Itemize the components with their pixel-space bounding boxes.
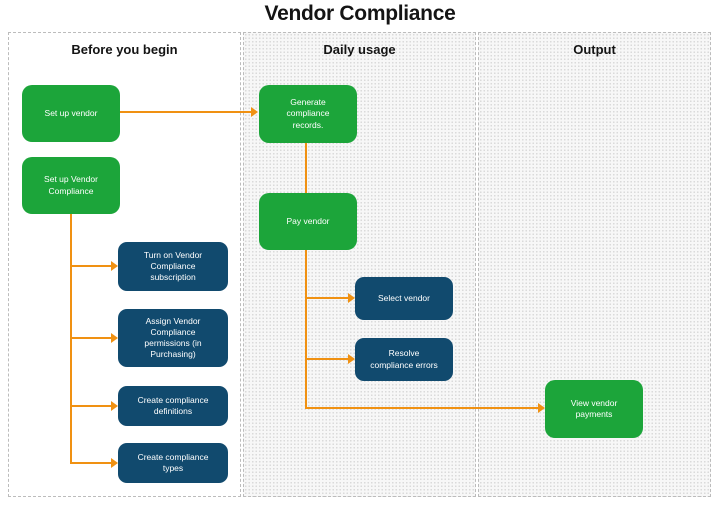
- node-label: Create compliance types: [137, 451, 209, 473]
- node-label: Create compliance definitions: [137, 394, 209, 416]
- page-title: Vendor Compliance: [264, 2, 456, 25]
- node-set-up-vendor-compliance: Set up Vendor Compliance: [22, 157, 120, 214]
- node-resolve-compliance-errors: Resolve compliance errors: [355, 338, 453, 381]
- column-header-before-you-begin: Before you begin: [71, 42, 178, 57]
- node-assign-vendor-compliance-permissions: Assign Vendor Compliance permissions (in…: [118, 309, 228, 367]
- connector-branch-select-vendor: [305, 297, 348, 299]
- node-turn-on-vendor-compliance-subscription: Turn on Vendor Compliance subscription: [118, 242, 228, 291]
- connector-branch-turn-on-subscription: [70, 265, 111, 267]
- arrowhead-icon: [348, 354, 355, 364]
- arrowhead-icon: [538, 403, 545, 413]
- node-label: Set up vendor: [44, 107, 98, 118]
- node-create-compliance-types: Create compliance types: [118, 443, 228, 483]
- node-generate-compliance-records: Generate compliance records.: [259, 85, 357, 143]
- connector-branch-assign-permissions: [70, 337, 111, 339]
- column-header-daily-usage: Daily usage: [323, 42, 396, 57]
- connector-branch-resolve-errors: [305, 358, 348, 360]
- node-label: Resolve compliance errors: [370, 348, 438, 370]
- connector-setup-compliance-trunk: [70, 214, 72, 464]
- connector-branch-create-types: [70, 462, 111, 464]
- connector-pay-vendor-trunk: [305, 250, 307, 409]
- arrowhead-icon: [111, 333, 118, 343]
- node-view-vendor-payments: View vendor payments: [545, 380, 643, 438]
- column-output: Output: [478, 32, 711, 497]
- node-set-up-vendor: Set up vendor: [22, 85, 120, 142]
- node-pay-vendor: Pay vendor: [259, 193, 357, 250]
- connector-pay-vendor-to-view-payments: [305, 407, 538, 409]
- node-label: Select vendor: [378, 292, 430, 303]
- node-label: Set up Vendor Compliance: [44, 174, 98, 196]
- node-label: View vendor payments: [570, 397, 618, 419]
- node-label: Pay vendor: [286, 215, 330, 226]
- arrowhead-icon: [348, 293, 355, 303]
- connector-branch-create-definitions: [70, 405, 111, 407]
- arrowhead-icon: [111, 261, 118, 271]
- node-create-compliance-definitions: Create compliance definitions: [118, 386, 228, 426]
- node-label: Turn on Vendor Compliance subscription: [143, 249, 203, 283]
- node-select-vendor: Select vendor: [355, 277, 453, 320]
- arrowhead-icon: [251, 107, 258, 117]
- arrowhead-icon: [111, 458, 118, 468]
- node-label: Assign Vendor Compliance permissions (in…: [144, 315, 202, 360]
- node-label: Generate compliance records.: [286, 97, 330, 130]
- arrowhead-icon: [111, 401, 118, 411]
- connector-setup-vendor-to-generate-records: [120, 111, 251, 113]
- column-header-output: Output: [573, 42, 616, 57]
- connector-generate-records-to-pay-vendor: [305, 143, 307, 193]
